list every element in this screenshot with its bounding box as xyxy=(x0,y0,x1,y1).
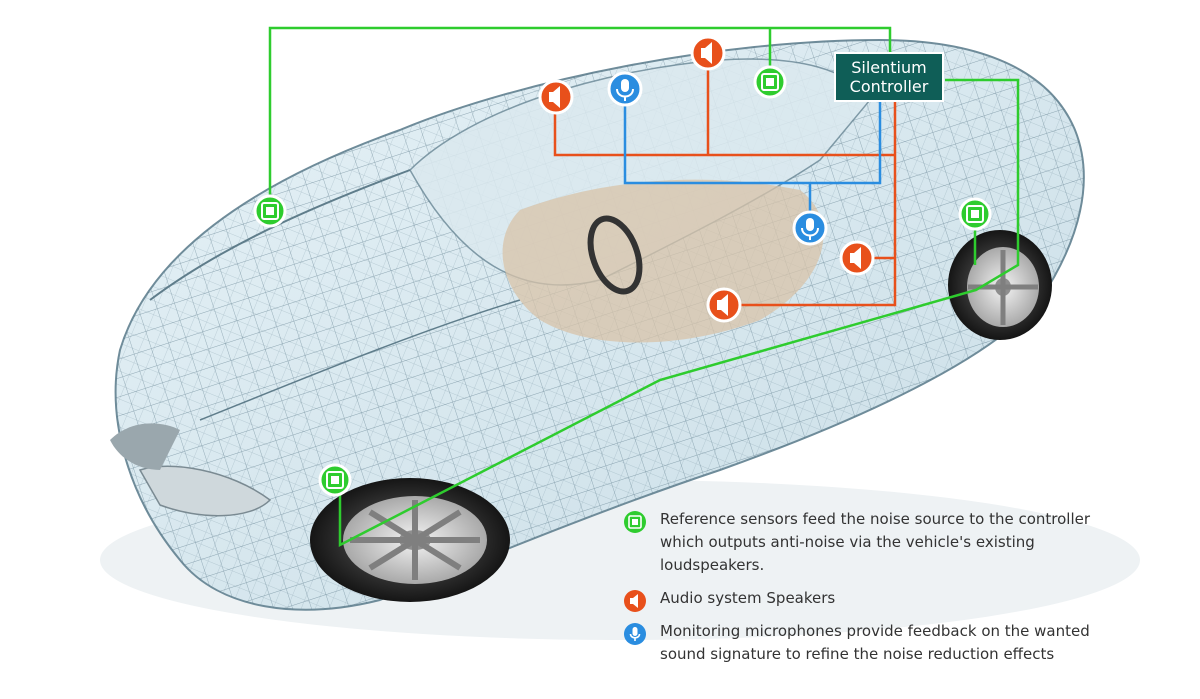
controller-label-line1: Silentium xyxy=(851,58,927,77)
legend-microphone-text-line2: sound signature to refine the noise redu… xyxy=(660,645,1055,663)
chip-icon xyxy=(624,511,646,533)
reference-sensor-roof xyxy=(753,65,787,99)
speaker-icon xyxy=(624,590,646,612)
controller-label-line2: Controller xyxy=(849,77,929,96)
reference-sensor-rear xyxy=(958,197,992,231)
microphone-rear xyxy=(792,210,828,246)
reference-sensor-front-left xyxy=(253,194,287,228)
microphone-front xyxy=(607,71,643,107)
legend-microphone-text-line1: Monitoring microphones provide feedback … xyxy=(660,622,1090,640)
microphone-icon xyxy=(624,623,646,645)
silentium-controller-box: Silentium Controller xyxy=(834,52,944,102)
reference-sensor-front-wheel xyxy=(318,463,352,497)
front-wheel xyxy=(310,478,510,602)
legend-sensor-text-line3: loudspeakers. xyxy=(660,556,765,574)
legend: Reference sensors feed the noise source … xyxy=(620,508,1180,676)
legend-item-microphones: Monitoring microphones provide feedback … xyxy=(620,620,1180,666)
legend-sensor-text-line1: Reference sensors feed the noise source … xyxy=(660,510,1091,528)
legend-item-speakers: Audio system Speakers xyxy=(620,587,1180,612)
speaker-roof xyxy=(690,35,726,71)
speaker-front-door xyxy=(706,287,742,323)
legend-speaker-text: Audio system Speakers xyxy=(660,589,836,607)
speaker-wiring xyxy=(553,55,897,307)
legend-sensor-text-line2: which outputs anti-noise via the vehicle… xyxy=(660,533,1035,551)
legend-item-reference-sensors: Reference sensors feed the noise source … xyxy=(620,508,1180,577)
speaker-front-left xyxy=(538,79,574,115)
speaker-rear-door xyxy=(839,240,875,276)
rear-wheel xyxy=(948,230,1052,340)
